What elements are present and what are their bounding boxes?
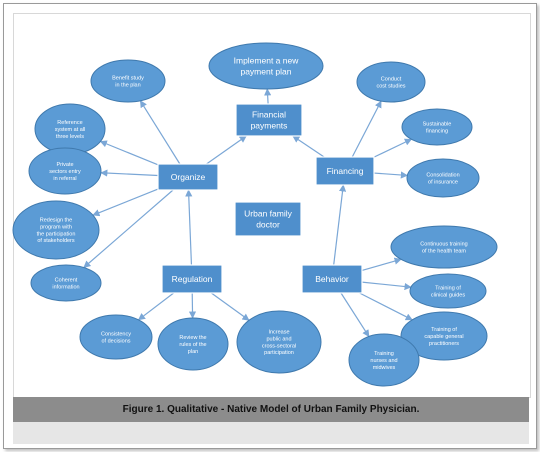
node-label: Regulation <box>172 274 213 284</box>
node-regulation: Regulation <box>161 264 223 294</box>
node-shape <box>234 201 302 237</box>
arrow-financing-to-cost <box>351 100 382 158</box>
node-shape <box>390 225 498 269</box>
figure-caption: Figure 1. Qualitative - Native Model of … <box>122 404 420 415</box>
arrow-regulation-to-consistency <box>137 292 175 321</box>
arrow-behavior-to-continuous <box>361 257 402 272</box>
node-shape <box>90 59 166 103</box>
node-shape <box>208 42 324 90</box>
node-shape <box>356 61 426 103</box>
node-shape <box>409 273 487 309</box>
arrow-organize-to-financial <box>206 135 247 165</box>
node-shape <box>301 264 363 294</box>
node-shape <box>30 264 102 302</box>
arrow-regulation-to-increase <box>210 292 250 321</box>
node-behavior: Behavior <box>301 264 363 294</box>
arrow-behavior-to-capable <box>359 292 413 321</box>
caption-underband <box>13 422 529 444</box>
node-label: Financing <box>327 166 364 176</box>
arrow-financial-to-implement <box>264 88 272 105</box>
arrow-organize-to-coherent <box>83 189 174 268</box>
arrow-behavior-to-clinical <box>361 281 412 291</box>
node-shape <box>348 333 420 387</box>
arrow-financing-to-financial <box>292 135 325 158</box>
arrow-financing-to-sustainable <box>373 138 413 158</box>
node-shape <box>315 156 375 186</box>
node-shape <box>236 310 322 374</box>
arrow-behavior-to-nurses <box>340 292 370 338</box>
arrow-organize-to-referral_system <box>99 140 159 166</box>
arrow-financing-to-consolidation <box>373 171 409 179</box>
arrow-organize-to-redesign <box>92 188 159 217</box>
node-shape <box>401 108 473 146</box>
caption-band: Figure 1. Qualitative - Native Model of … <box>13 397 529 422</box>
node-label: Organize <box>171 172 206 182</box>
node-shape <box>400 311 488 361</box>
node-shape <box>28 147 102 195</box>
arrow-organize-to-benefit <box>139 100 181 165</box>
arrow-organize-to-private <box>100 169 159 177</box>
node-shape <box>79 314 153 360</box>
arrow-behavior-to-financing <box>333 184 347 266</box>
node-shape <box>157 317 229 371</box>
node-shape <box>161 264 223 294</box>
node-shape <box>12 200 100 260</box>
node-shape <box>406 158 480 198</box>
node-shape <box>235 103 303 137</box>
node-financing: Financing <box>315 156 375 186</box>
node-shape <box>157 163 219 191</box>
arrow-regulation-to-organize <box>185 189 193 266</box>
node-label: Behavior <box>315 274 349 284</box>
node-organize: Organize <box>157 163 219 191</box>
